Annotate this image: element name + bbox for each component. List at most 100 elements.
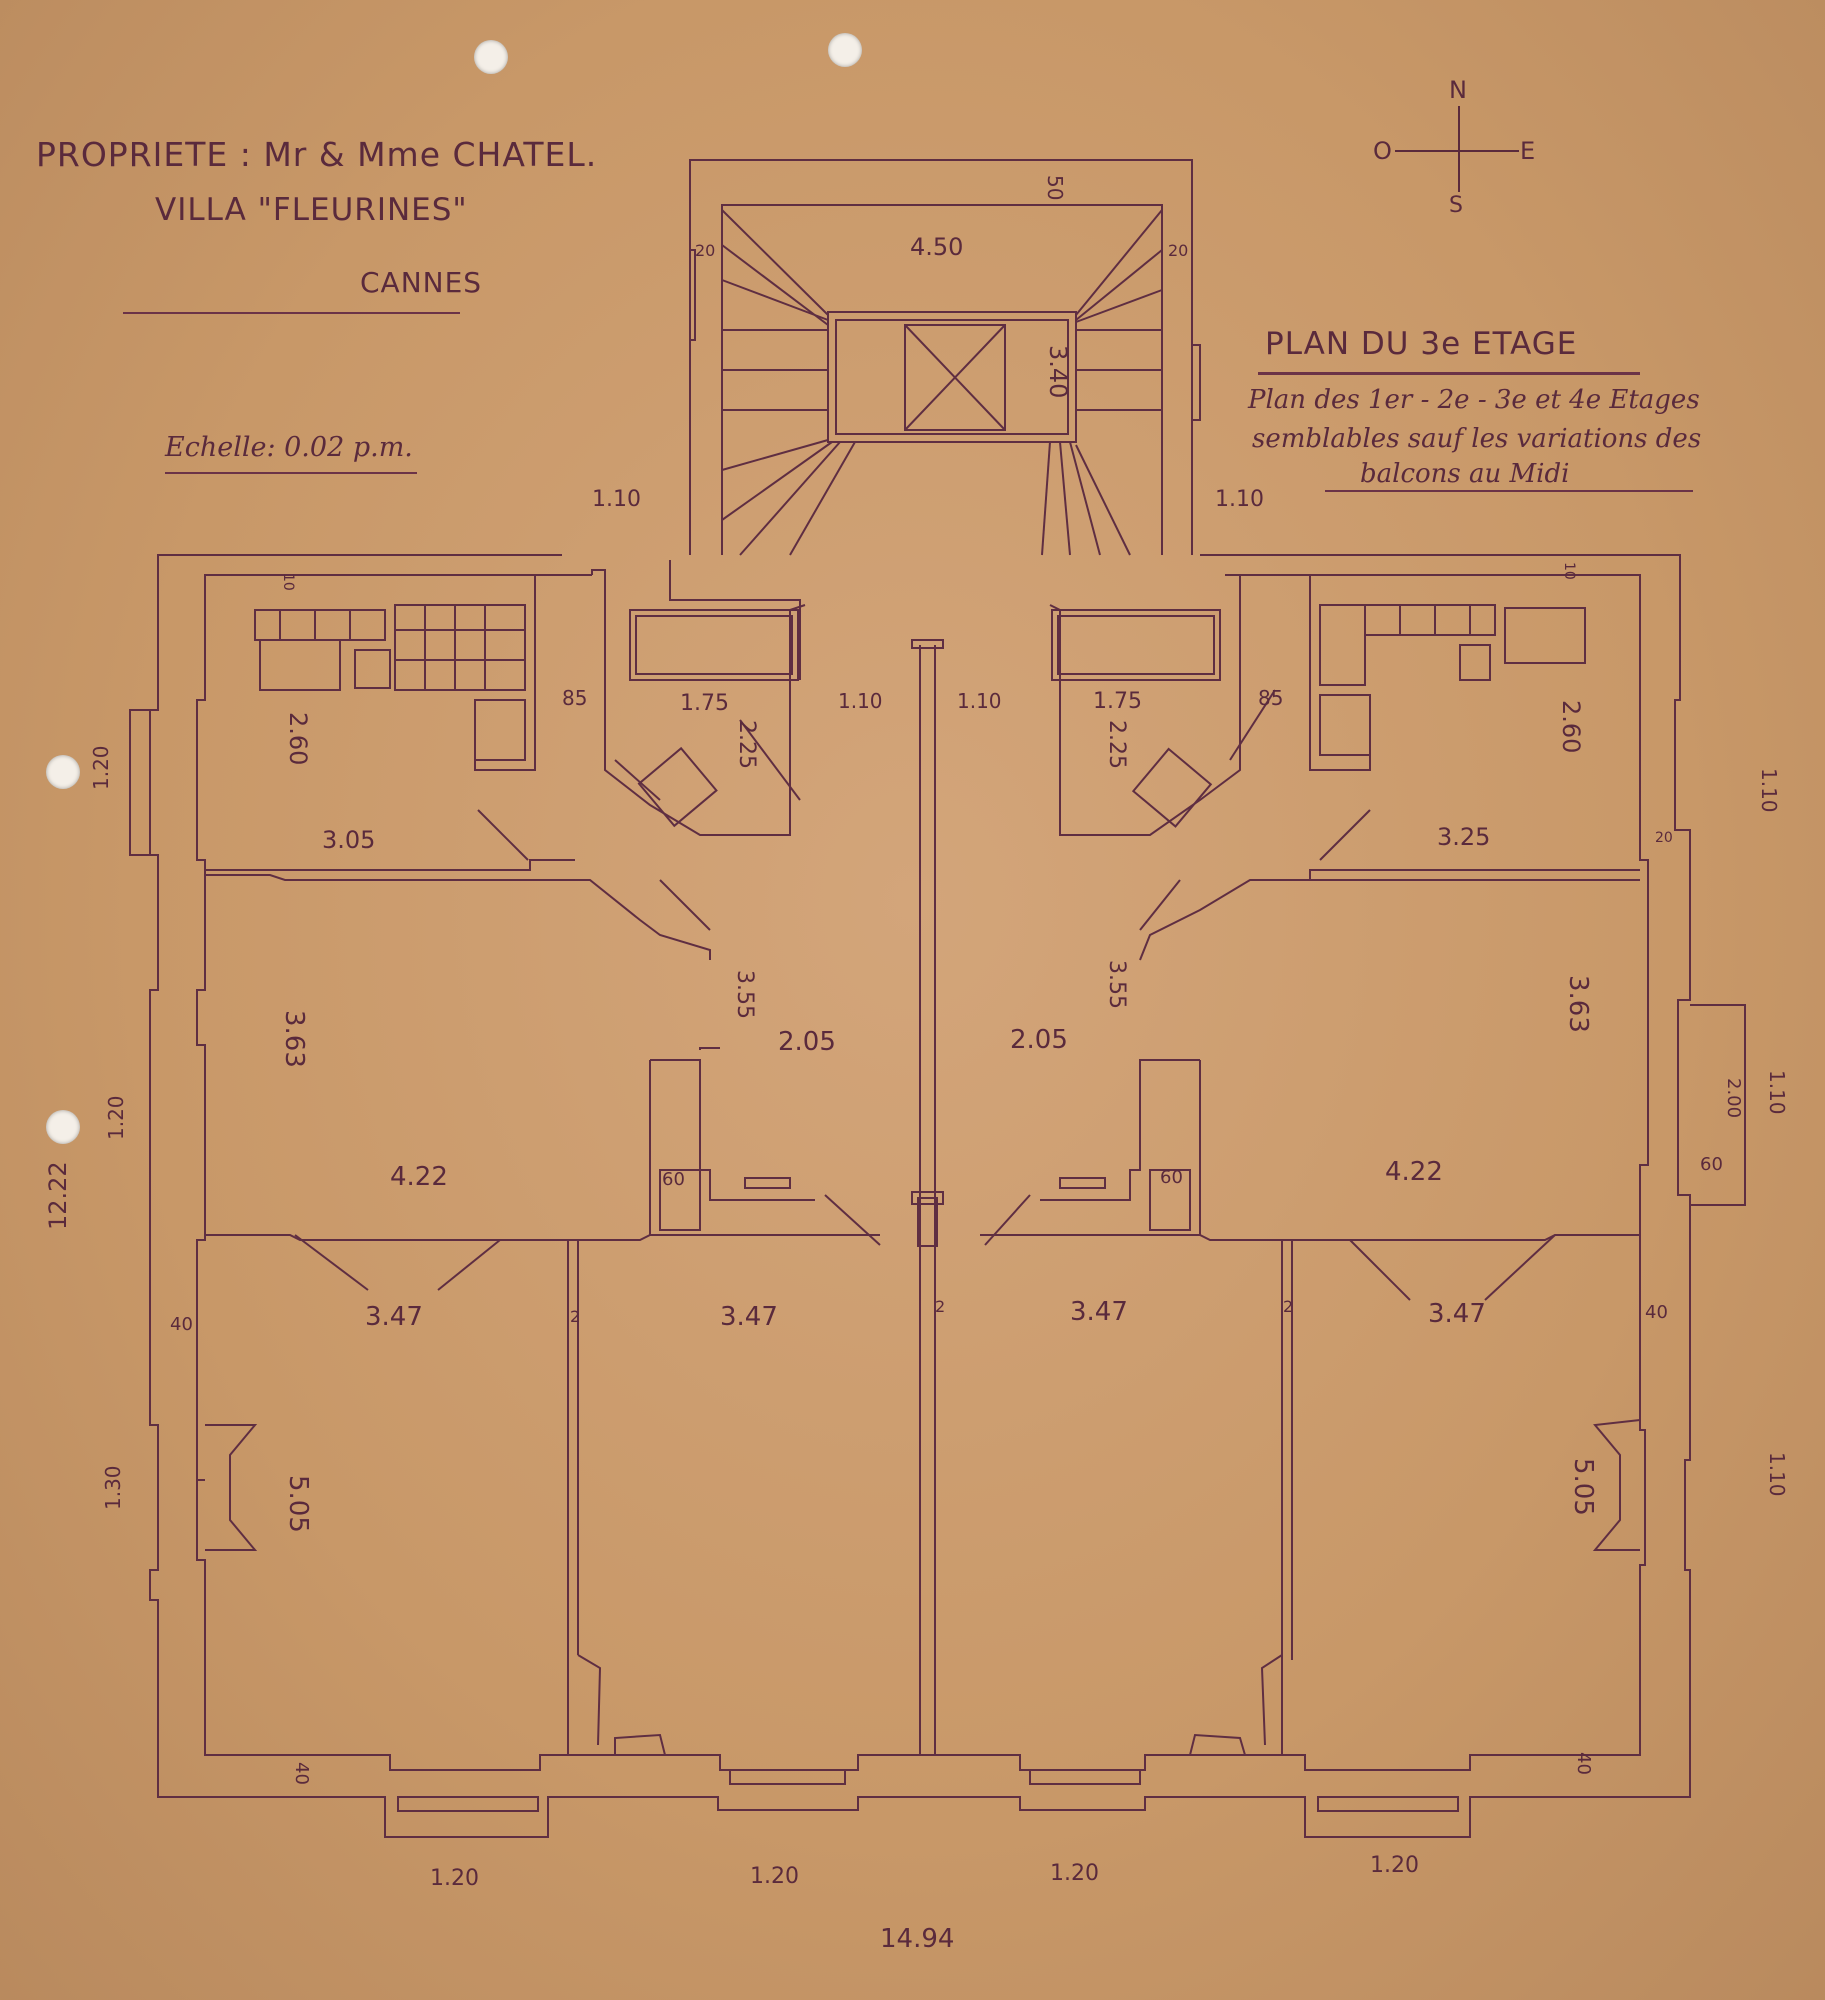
plan-note-underline (1325, 490, 1693, 492)
dim-hall-right-width: 1.10 (957, 689, 1002, 713)
dim-closet-left: 60 (662, 1169, 685, 1190)
dim-south-room-4: 3.47 (1428, 1299, 1486, 1329)
dim-left-win-2: 1.20 (104, 1095, 128, 1140)
city-name: CANNES (360, 266, 483, 299)
lift-shaft (905, 325, 1005, 430)
dim-window-4: 1.20 (1370, 1853, 1419, 1878)
kitchen-right-tiles (1320, 605, 1365, 685)
kitchen-right-counter (1365, 605, 1495, 635)
dim-stair-width: 4.50 (910, 233, 963, 261)
dim-room-left-width: 4.22 (390, 1162, 448, 1192)
dim-left-win-1: 1.20 (89, 745, 113, 790)
dim-bath-right-width: 1.75 (1093, 689, 1142, 714)
compass-east: E (1520, 137, 1537, 165)
balcony-right (1690, 1005, 1745, 1205)
punch-hole-top-right (828, 33, 862, 67)
stair-tower-outer-wall (690, 160, 1192, 555)
dim-stair-side-left: 20 (695, 241, 715, 260)
dim-small-20: 20 (1655, 830, 1673, 846)
bath-right-tub (1052, 610, 1220, 680)
dim-kitchen-right-width: 3.25 (1437, 823, 1490, 851)
dim-kitchen-left-width: 3.05 (322, 826, 375, 854)
scale-underline (165, 472, 417, 474)
dim-balcony-right: 2.00 (1723, 1078, 1744, 1118)
plan-note-line2: semblables sauf les variations des (1252, 424, 1702, 454)
room-left-east-wall (650, 1060, 815, 1200)
room-right-west-wall (1040, 1060, 1200, 1200)
scale-label: Echelle: 0.02 p.m. (165, 432, 413, 463)
room-left-south-partition (205, 1235, 880, 1240)
bath-left-tub (630, 610, 798, 680)
dim-small-10b: 10 (1561, 562, 1577, 580)
dim-total-width: 14.94 (880, 1924, 954, 1954)
plan-title: PLAN DU 3e ETAGE (1265, 326, 1578, 362)
dim-stair-top-wall: 50 (1043, 175, 1067, 200)
window-bottom-3 (1030, 1770, 1140, 1784)
dim-bottom-wall-left: 40 (291, 1762, 312, 1785)
dim-corridor-left-width: 2.05 (778, 1027, 836, 1057)
dim-stair-depth: 3.40 (1044, 345, 1072, 398)
dim-wall-left-40: 40 (170, 1314, 193, 1335)
dim-south-room-3: 3.47 (1070, 1297, 1128, 1327)
main-outer-wall (150, 555, 1690, 1837)
bay-left (205, 1425, 255, 1550)
punch-hole-left-upper (46, 755, 80, 789)
compass-eo-line (1395, 150, 1519, 152)
plan-note-line3: balcons au Midi (1360, 459, 1570, 489)
dim-corridor-right-depth: 3.55 (1104, 960, 1129, 1009)
dim-wall-right-40: 40 (1645, 1302, 1668, 1323)
dim-kitchen-left-depth: 2.60 (284, 712, 312, 765)
dim-stair-landing-left: 1.10 (592, 487, 641, 512)
lift-cross-2 (905, 325, 1005, 430)
dim-right-win-1: 1.10 (1757, 768, 1781, 813)
stair-tower-inner-wall (722, 205, 1162, 555)
dim-south-room-1: 3.47 (365, 1302, 423, 1332)
dim-balcony-right-60: 60 (1700, 1154, 1723, 1175)
dim-bath-left-width: 1.75 (680, 691, 729, 716)
room-right-south-partition (980, 1235, 1640, 1240)
dim-window-2: 1.20 (750, 1864, 799, 1889)
kitchen-left-sink (475, 700, 525, 760)
kitchen-right-sink (1320, 695, 1370, 755)
dim-south-right-depth: 5.05 (1568, 1458, 1598, 1516)
villa-name: VILLA "FLEURINES" (155, 192, 468, 228)
dim-corridor-left-depth: 3.55 (732, 970, 757, 1019)
dim-stair-side-right: 20 (1168, 241, 1188, 260)
dim-small-10: 10 (280, 573, 296, 591)
dim-bottom-wall-right: 40 (1573, 1752, 1594, 1775)
bay-right (1595, 1420, 1640, 1550)
dim-window-3: 1.20 (1050, 1861, 1099, 1886)
dim-south-left-depth: 5.05 (283, 1475, 313, 1533)
dim-right-win-3: 1.10 (1765, 1452, 1789, 1497)
bath-left-basin (639, 748, 716, 825)
closet-left (660, 1170, 700, 1230)
dim-hall-left-width: 1.10 (838, 689, 883, 713)
dim-closet-right: 60 (1160, 1167, 1183, 1188)
stair-landing-inner (836, 320, 1068, 434)
dim-corridor-right-width: 2.05 (1010, 1025, 1068, 1055)
owner-title: PROPRIETE : Mr & Mme CHATEL. (36, 135, 598, 174)
closet-right (1150, 1170, 1190, 1230)
dim-room-right-width: 4.22 (1385, 1157, 1443, 1187)
dim-room-left-depth: 3.63 (279, 1010, 309, 1068)
dim-small-2b: 2 (935, 1297, 945, 1316)
compass-south: S (1449, 193, 1464, 218)
plan-note-line1: Plan des 1er - 2e - 3e et 4e Etages (1248, 385, 1700, 415)
room-right-upper-partition (1140, 880, 1640, 960)
header-underline (123, 312, 460, 314)
dim-bath-left-depth: 2.25 (734, 720, 759, 769)
dim-wc-right: 85 (1258, 686, 1283, 710)
punch-hole-top-left (474, 40, 508, 74)
kitchen-left-stove (260, 640, 340, 690)
dim-left-win-3: 1.30 (101, 1465, 125, 1510)
room-left-upper-partition (205, 875, 710, 960)
bath-right-walls (1050, 575, 1240, 835)
kitchen-left-partition (205, 860, 575, 870)
dim-small-2a: 2 (570, 1307, 580, 1326)
dim-bath-right-depth: 2.25 (1104, 720, 1129, 769)
dim-south-room-2: 3.47 (720, 1302, 778, 1332)
punch-hole-left-lower (46, 1110, 80, 1144)
kitchen-right-partition (1270, 870, 1640, 880)
stair-landing (828, 312, 1076, 442)
